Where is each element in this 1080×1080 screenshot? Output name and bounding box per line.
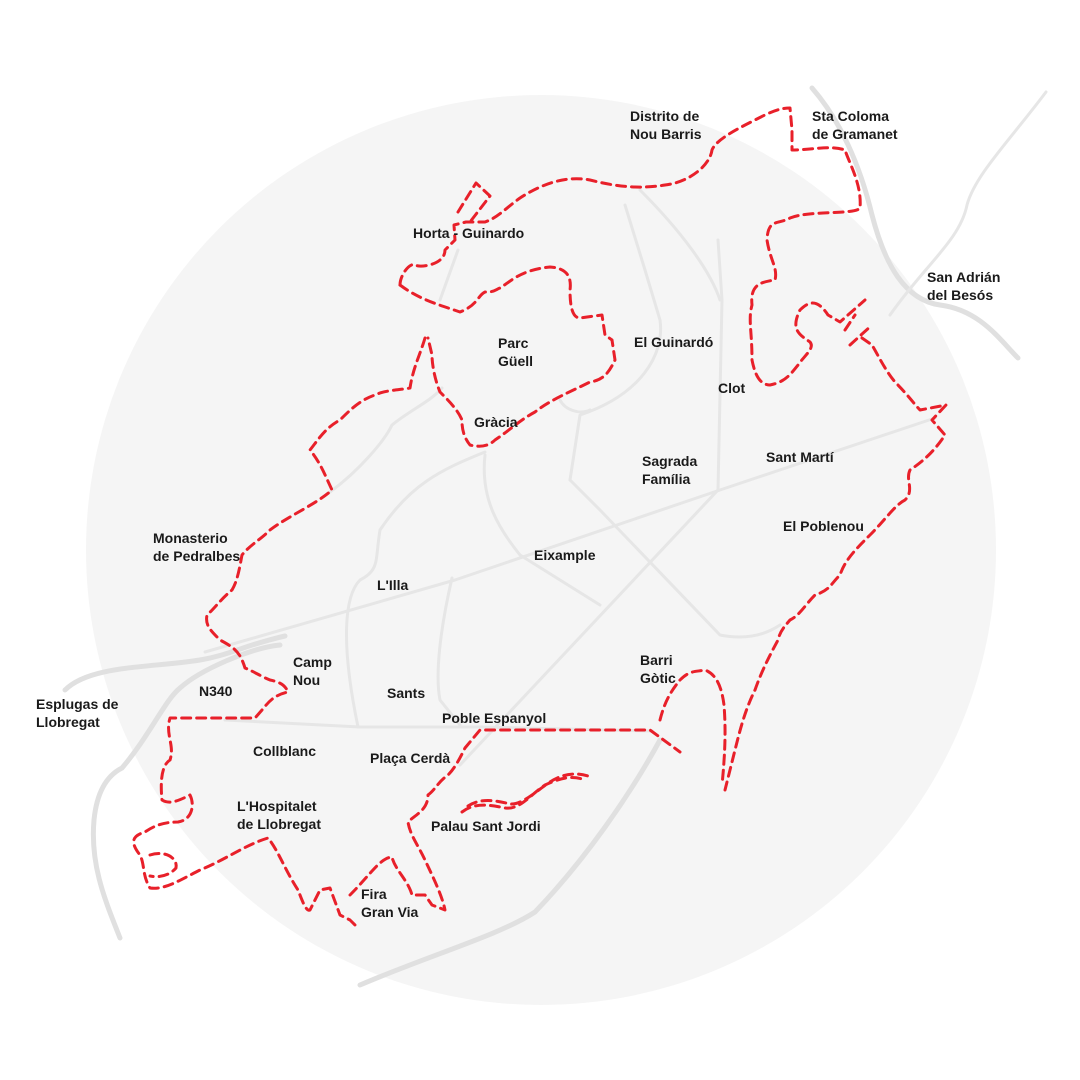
- label-line: Güell: [498, 353, 534, 369]
- route-horta-west: [398, 265, 617, 448]
- label-line: Palau Sant Jordi: [431, 818, 541, 834]
- label-clot: Clot: [718, 379, 745, 397]
- label-line: Esplugas de: [36, 696, 119, 712]
- label-line: Monasterio: [153, 530, 228, 546]
- label-el-guinardo: El Guinardó: [634, 333, 713, 351]
- label-line: Llobregat: [36, 714, 100, 730]
- road-network: [62, 85, 1048, 988]
- label-line: Família: [642, 471, 691, 487]
- label-poble-espanyol: Poble Espanyol: [442, 709, 546, 727]
- label-n340: N340: [199, 682, 232, 700]
- label-el-poblenou: El Poblenou: [783, 517, 864, 535]
- road-meridiana: [458, 238, 724, 767]
- label-line: El Guinardó: [634, 334, 714, 350]
- road-sants-1: [436, 576, 462, 727]
- road-north-2: [638, 188, 722, 302]
- label-line: Parc: [498, 335, 529, 351]
- label-line: Gòtic: [640, 670, 676, 686]
- route-north: [398, 106, 867, 387]
- road-gracia-1: [482, 453, 602, 607]
- label-line: N340: [199, 683, 233, 699]
- label-line: Gràcia: [474, 414, 518, 430]
- label-line: Collblanc: [253, 743, 317, 759]
- label-line: San Adrián: [927, 269, 1001, 285]
- road-coastal-ring: [357, 737, 663, 988]
- label-lilla: L'Illa: [377, 576, 408, 594]
- road-besos-1: [809, 85, 1021, 361]
- road-av-gaudi: [568, 478, 782, 639]
- label-palau-sant-jordi: Palau Sant Jordi: [431, 817, 541, 835]
- label-line: Sta Coloma: [812, 108, 890, 124]
- label-line: Fira: [361, 886, 387, 902]
- label-san-adrian: San Adrián del Besós: [927, 268, 1000, 304]
- label-line: Plaça Cerdà: [370, 750, 451, 766]
- road-west-loop: [62, 633, 288, 693]
- road-diagonal: [203, 416, 937, 654]
- label-line: del Besós: [927, 287, 994, 303]
- road-guell: [558, 398, 592, 414]
- label-line: de Llobregat: [237, 816, 322, 832]
- label-line: L'Illa: [377, 577, 409, 593]
- label-line: Barri: [640, 652, 673, 668]
- label-sta-coloma: Sta Coloma de Gramanet: [812, 107, 898, 143]
- label-line: Distrito de: [630, 108, 700, 124]
- route-horta-hook: [456, 181, 492, 224]
- label-sant-marti: Sant Martí: [766, 448, 834, 466]
- label-line: Sagrada: [642, 453, 698, 469]
- label-line: Horta - Guinardo: [413, 225, 525, 241]
- road-pedralbes: [328, 386, 444, 494]
- label-line: L'Hospitalet: [237, 798, 317, 814]
- road-horta: [438, 248, 460, 302]
- label-line: Clot: [718, 380, 746, 396]
- label-line: Gran Via: [361, 904, 419, 920]
- label-line: Sants: [387, 685, 426, 701]
- route-boundary: [132, 106, 948, 930]
- label-eixample: Eixample: [534, 546, 595, 564]
- road-besos-2: [888, 90, 1048, 317]
- label-gracia: Gràcia: [474, 413, 518, 431]
- label-placa-cerda: Plaça Cerdà: [370, 749, 450, 767]
- road-west-highway: [90, 642, 283, 941]
- label-line: El Poblenou: [783, 518, 864, 534]
- road-gracia-2: [344, 450, 487, 729]
- route-palau: [460, 772, 590, 814]
- label-collblanc: Collblanc: [253, 742, 316, 760]
- label-line: de Pedralbes: [153, 548, 241, 564]
- label-line: Nou: [293, 672, 321, 688]
- label-line: de Gramanet: [812, 126, 898, 142]
- route-barceloneta: [658, 668, 727, 787]
- label-pedralbes: Monasterio de Pedralbes: [153, 529, 240, 565]
- label-line: Camp: [293, 654, 332, 670]
- route-west-loop: [148, 852, 178, 879]
- label-horta: Horta - Guinardo: [413, 224, 524, 242]
- label-sants: Sants: [387, 684, 425, 702]
- label-line: Nou Barris: [630, 126, 702, 142]
- label-hospitalet: L'Hospitalet de Llobregat: [237, 797, 321, 833]
- label-line: Poble Espanyol: [442, 710, 547, 726]
- label-nou-barris: Distrito de Nou Barris: [630, 107, 702, 143]
- label-line: Eixample: [534, 547, 596, 563]
- label-esplugas: Esplugas de Llobregat: [36, 695, 118, 731]
- route-west: [132, 336, 682, 930]
- label-line: Sant Martí: [766, 449, 834, 465]
- road-north-1: [568, 203, 663, 482]
- route-east: [723, 313, 948, 792]
